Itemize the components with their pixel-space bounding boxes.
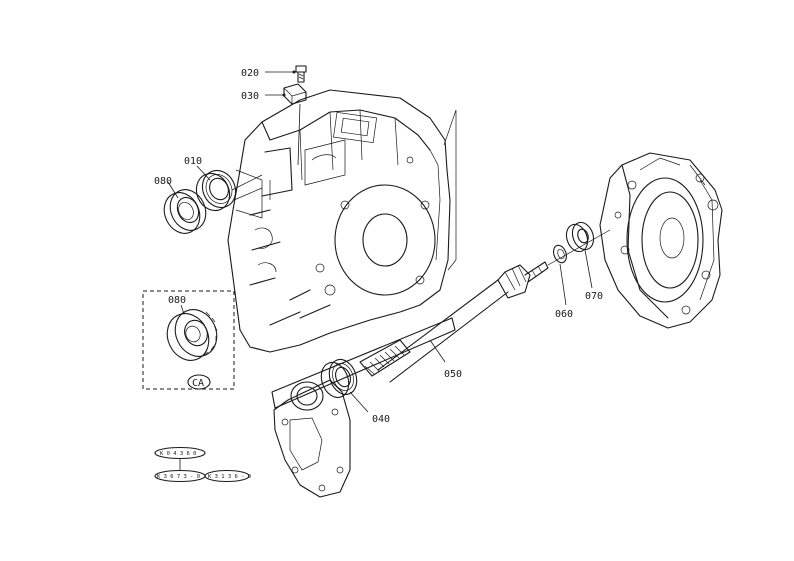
part-label-030: 030 — [241, 91, 259, 102]
part-label-060: 060 — [555, 309, 573, 320]
snap-ring-060 — [553, 244, 567, 264]
front-cover-plate — [271, 317, 456, 498]
detail-tag: CA — [192, 378, 204, 389]
part-label-080: 080 — [154, 176, 172, 187]
part-label-080-detail: 080 — [168, 295, 186, 306]
transmission-case — [227, 89, 457, 353]
reference-codes — [154, 446, 250, 483]
part-label-020: 020 — [241, 68, 259, 79]
bolt-020 — [295, 65, 307, 83]
detail-gear-080 — [166, 309, 218, 361]
flywheel-housing — [599, 152, 723, 329]
part-label-010: 010 — [184, 156, 202, 167]
ref-code-c: K 3 1 3 6 - 0 — [208, 474, 251, 480]
part-label-050: 050 — [444, 369, 462, 380]
main-shaft-050 — [359, 229, 611, 383]
ref-code-b: K 3 6 7 3 - 0 — [157, 474, 200, 480]
ref-code-a: K 0 4 3 6 0 — [160, 451, 196, 457]
detail-box — [142, 290, 235, 390]
part-label-070: 070 — [585, 291, 603, 302]
bearing-070 — [565, 221, 595, 253]
clamp-030 — [283, 83, 307, 166]
part-label-040: 040 — [372, 414, 390, 425]
oil-seal-080 — [163, 189, 207, 234]
